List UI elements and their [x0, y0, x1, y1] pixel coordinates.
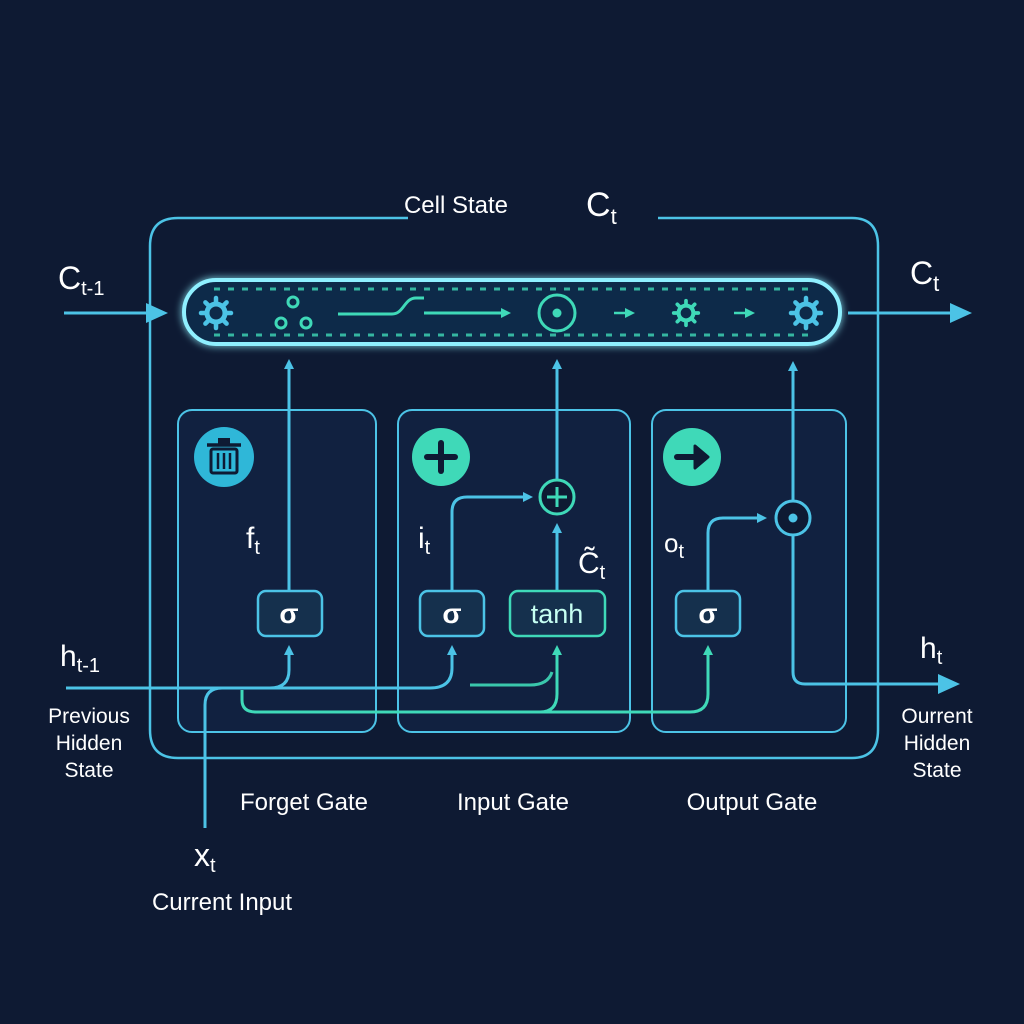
forget-gate-panel — [177, 409, 377, 733]
cell-input-label: Ct-1 — [58, 260, 104, 300]
output-gate-label: Output Gate — [687, 789, 818, 816]
hidden-output-arrow — [791, 535, 960, 694]
cell-state-conveyor — [182, 278, 842, 346]
plus-icon — [412, 428, 470, 486]
forget-sigmoid-box: σ — [256, 589, 324, 638]
input-add-operator — [538, 478, 576, 516]
hidden-input-caption-1: Previous — [48, 705, 130, 728]
arrow-right-icon — [663, 428, 721, 486]
output-gate-panel — [651, 409, 847, 733]
cell-output-label: Ct — [910, 255, 939, 296]
output-gate-variable: ot — [664, 528, 684, 563]
hidden-input-caption-3: State — [64, 759, 113, 782]
hidden-input-caption-2: Hidden — [56, 732, 123, 755]
forget-activation-label: σ — [279, 598, 298, 629]
output-multiply-operator — [774, 499, 812, 537]
input-sigmoid-box: σ — [418, 589, 486, 638]
current-input-symbol: xt — [194, 837, 216, 877]
trash-icon — [194, 427, 254, 487]
current-input-caption: Current Input — [152, 889, 292, 916]
hidden-output-caption-2: Hidden — [904, 732, 971, 755]
tanh-box: tanh — [508, 589, 607, 638]
hidden-input-label: ht-1 — [60, 640, 100, 677]
current-input-line — [203, 686, 236, 828]
hidden-output-caption-3: State — [912, 759, 961, 782]
hidden-output-label: ht — [920, 632, 943, 669]
outer-frame — [148, 216, 880, 760]
gears-cluster-icon — [274, 295, 313, 330]
input-gate-label: Input Gate — [457, 789, 569, 816]
tanh-label: tanh — [531, 599, 584, 629]
forget-gate-variable: ft — [246, 522, 260, 559]
output-activation-label: σ — [698, 598, 717, 629]
cell-state-title-symbol: Ct — [586, 186, 617, 229]
cell-multiply-operator — [537, 293, 577, 333]
candidate-variable: C̃t — [578, 547, 606, 584]
input-activation-label: σ — [442, 598, 461, 629]
cell-state-title: Cell State — [404, 192, 508, 219]
sigmoid-curve-icon — [338, 296, 424, 316]
output-sigmoid-box: σ — [674, 589, 742, 638]
hidden-input-line — [66, 645, 457, 690]
input-gate-variable: it — [418, 522, 431, 559]
hidden-output-caption-1: Ourrent — [901, 705, 972, 728]
forget-gate-label: Forget Gate — [240, 789, 368, 816]
